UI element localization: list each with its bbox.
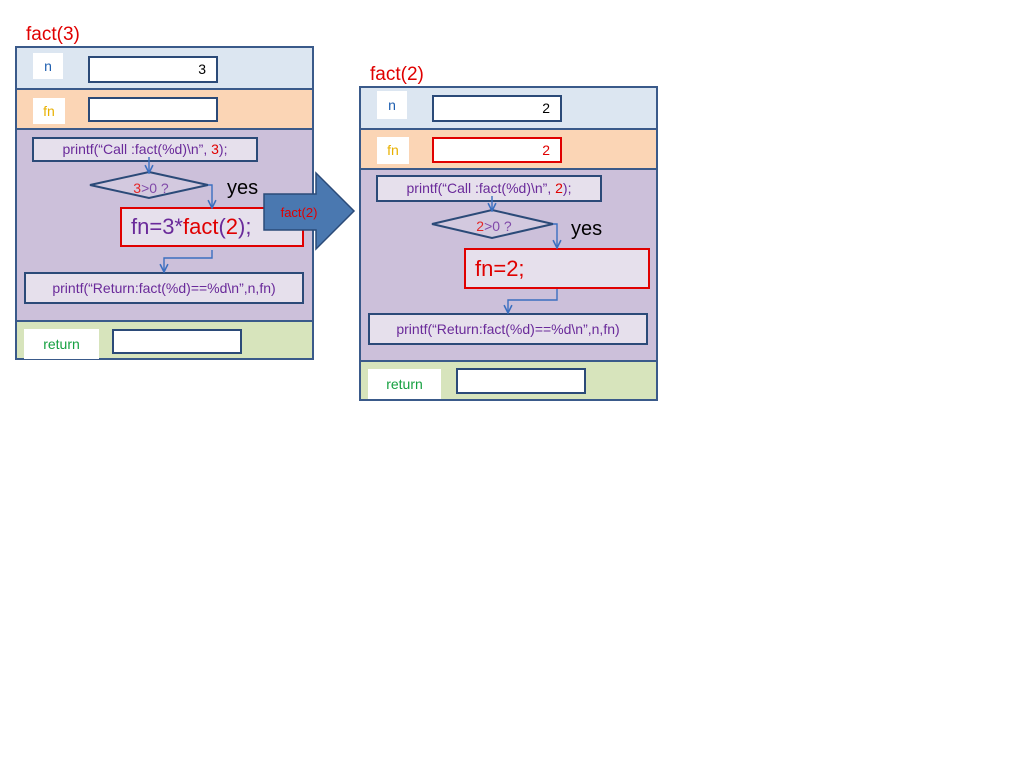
frame2-fn-value: 2: [432, 137, 562, 163]
frame1-assign-func: fact: [183, 214, 219, 239]
frame2-yes-label: yes: [571, 218, 603, 240]
frame1-n-band: n 3: [17, 48, 312, 90]
frame2-decision-diamond: [431, 208, 554, 240]
frame2-call-suffix: );: [562, 180, 572, 196]
frame1-return-band: return: [17, 322, 312, 359]
frame2-connector-yes: [553, 223, 557, 247]
call-arrow-label: fact(2): [281, 205, 318, 220]
frame2-n-label: n: [377, 91, 407, 119]
frame1-assign-open: (: [218, 214, 226, 239]
frame2-fn-label: fn: [377, 137, 409, 164]
frame2-cond-num: 2: [476, 218, 485, 234]
frame1-call-prefix: printf(“Call :fact(%d)\n”,: [62, 141, 212, 157]
frame2-title: fact(2): [370, 64, 424, 85]
frame1-return-label: return: [24, 329, 99, 359]
frame1-connector-yes: [208, 184, 212, 207]
frame1-n-label: n: [33, 53, 63, 79]
frame1-call-arg: 3: [211, 141, 219, 157]
frame1-n-value: 3: [88, 56, 218, 83]
frame1-fn-value: [88, 97, 218, 122]
frame1-call-suffix: );: [218, 141, 228, 157]
frame1-cond-num: 3: [133, 180, 142, 196]
frame1-fn-band: fn: [17, 90, 312, 130]
frame2-stack-frame: n 2 fn 2 printf(“Call :fact(%d)\n”, 2); …: [359, 86, 658, 401]
frame1-title: fact(3): [26, 24, 80, 45]
frame2-call-prefix: printf(“Call :fact(%d)\n”,: [406, 180, 556, 196]
frame1-assign-prefix: fn=3*: [131, 214, 183, 239]
frame2-return-value: [456, 368, 586, 394]
frame2-return-band: return: [361, 362, 656, 399]
frame2-condition: 2>0 ?: [434, 213, 554, 239]
frame2-cond-rest: >0 ?: [484, 218, 512, 234]
frame1-decision-diamond: [89, 170, 209, 200]
frame1-call-printf: printf(“Call :fact(%d)\n”, 3);: [32, 137, 258, 162]
frame2-call-printf: printf(“Call :fact(%d)\n”, 2);: [376, 175, 602, 202]
frame2-fn-band: fn 2: [361, 130, 656, 170]
frame1-assign-arg: 2: [225, 214, 239, 239]
frame2-n-band: n 2: [361, 88, 656, 130]
frame1-return-value: [112, 329, 242, 354]
frame1-return-printf: printf(“Return:fact(%d)==%d\n”,n,fn): [24, 272, 304, 304]
frame2-code-band: printf(“Call :fact(%d)\n”, 2); 2>0 ? yes…: [361, 170, 656, 362]
frame2-return-printf: printf(“Return:fact(%d)==%d\n”,n,fn): [368, 313, 648, 345]
frame1-yes-label: yes: [227, 177, 259, 199]
frame1-code-band: printf(“Call :fact(%d)\n”, 3); 3>0 ? yes…: [17, 130, 312, 322]
call-arrow: [263, 171, 356, 251]
frame1-connector-assign-to-return: [164, 250, 213, 271]
frame1-assign-close: );: [238, 214, 252, 239]
frame1-condition: 3>0 ?: [91, 175, 211, 201]
frame1-fn-label: fn: [33, 98, 65, 124]
frame2-call-arg: 2: [555, 180, 563, 196]
frame2-return-label: return: [368, 369, 441, 399]
frame2-assign-box: fn=2;: [464, 248, 650, 289]
frame2-n-value: 2: [432, 95, 562, 122]
frame2-connector-assign-to-return: [508, 289, 558, 312]
frame1-stack-frame: n 3 fn printf(“Call :fact(%d)\n”, 3); 3>…: [15, 46, 314, 360]
frame1-cond-rest: >0 ?: [141, 180, 169, 196]
